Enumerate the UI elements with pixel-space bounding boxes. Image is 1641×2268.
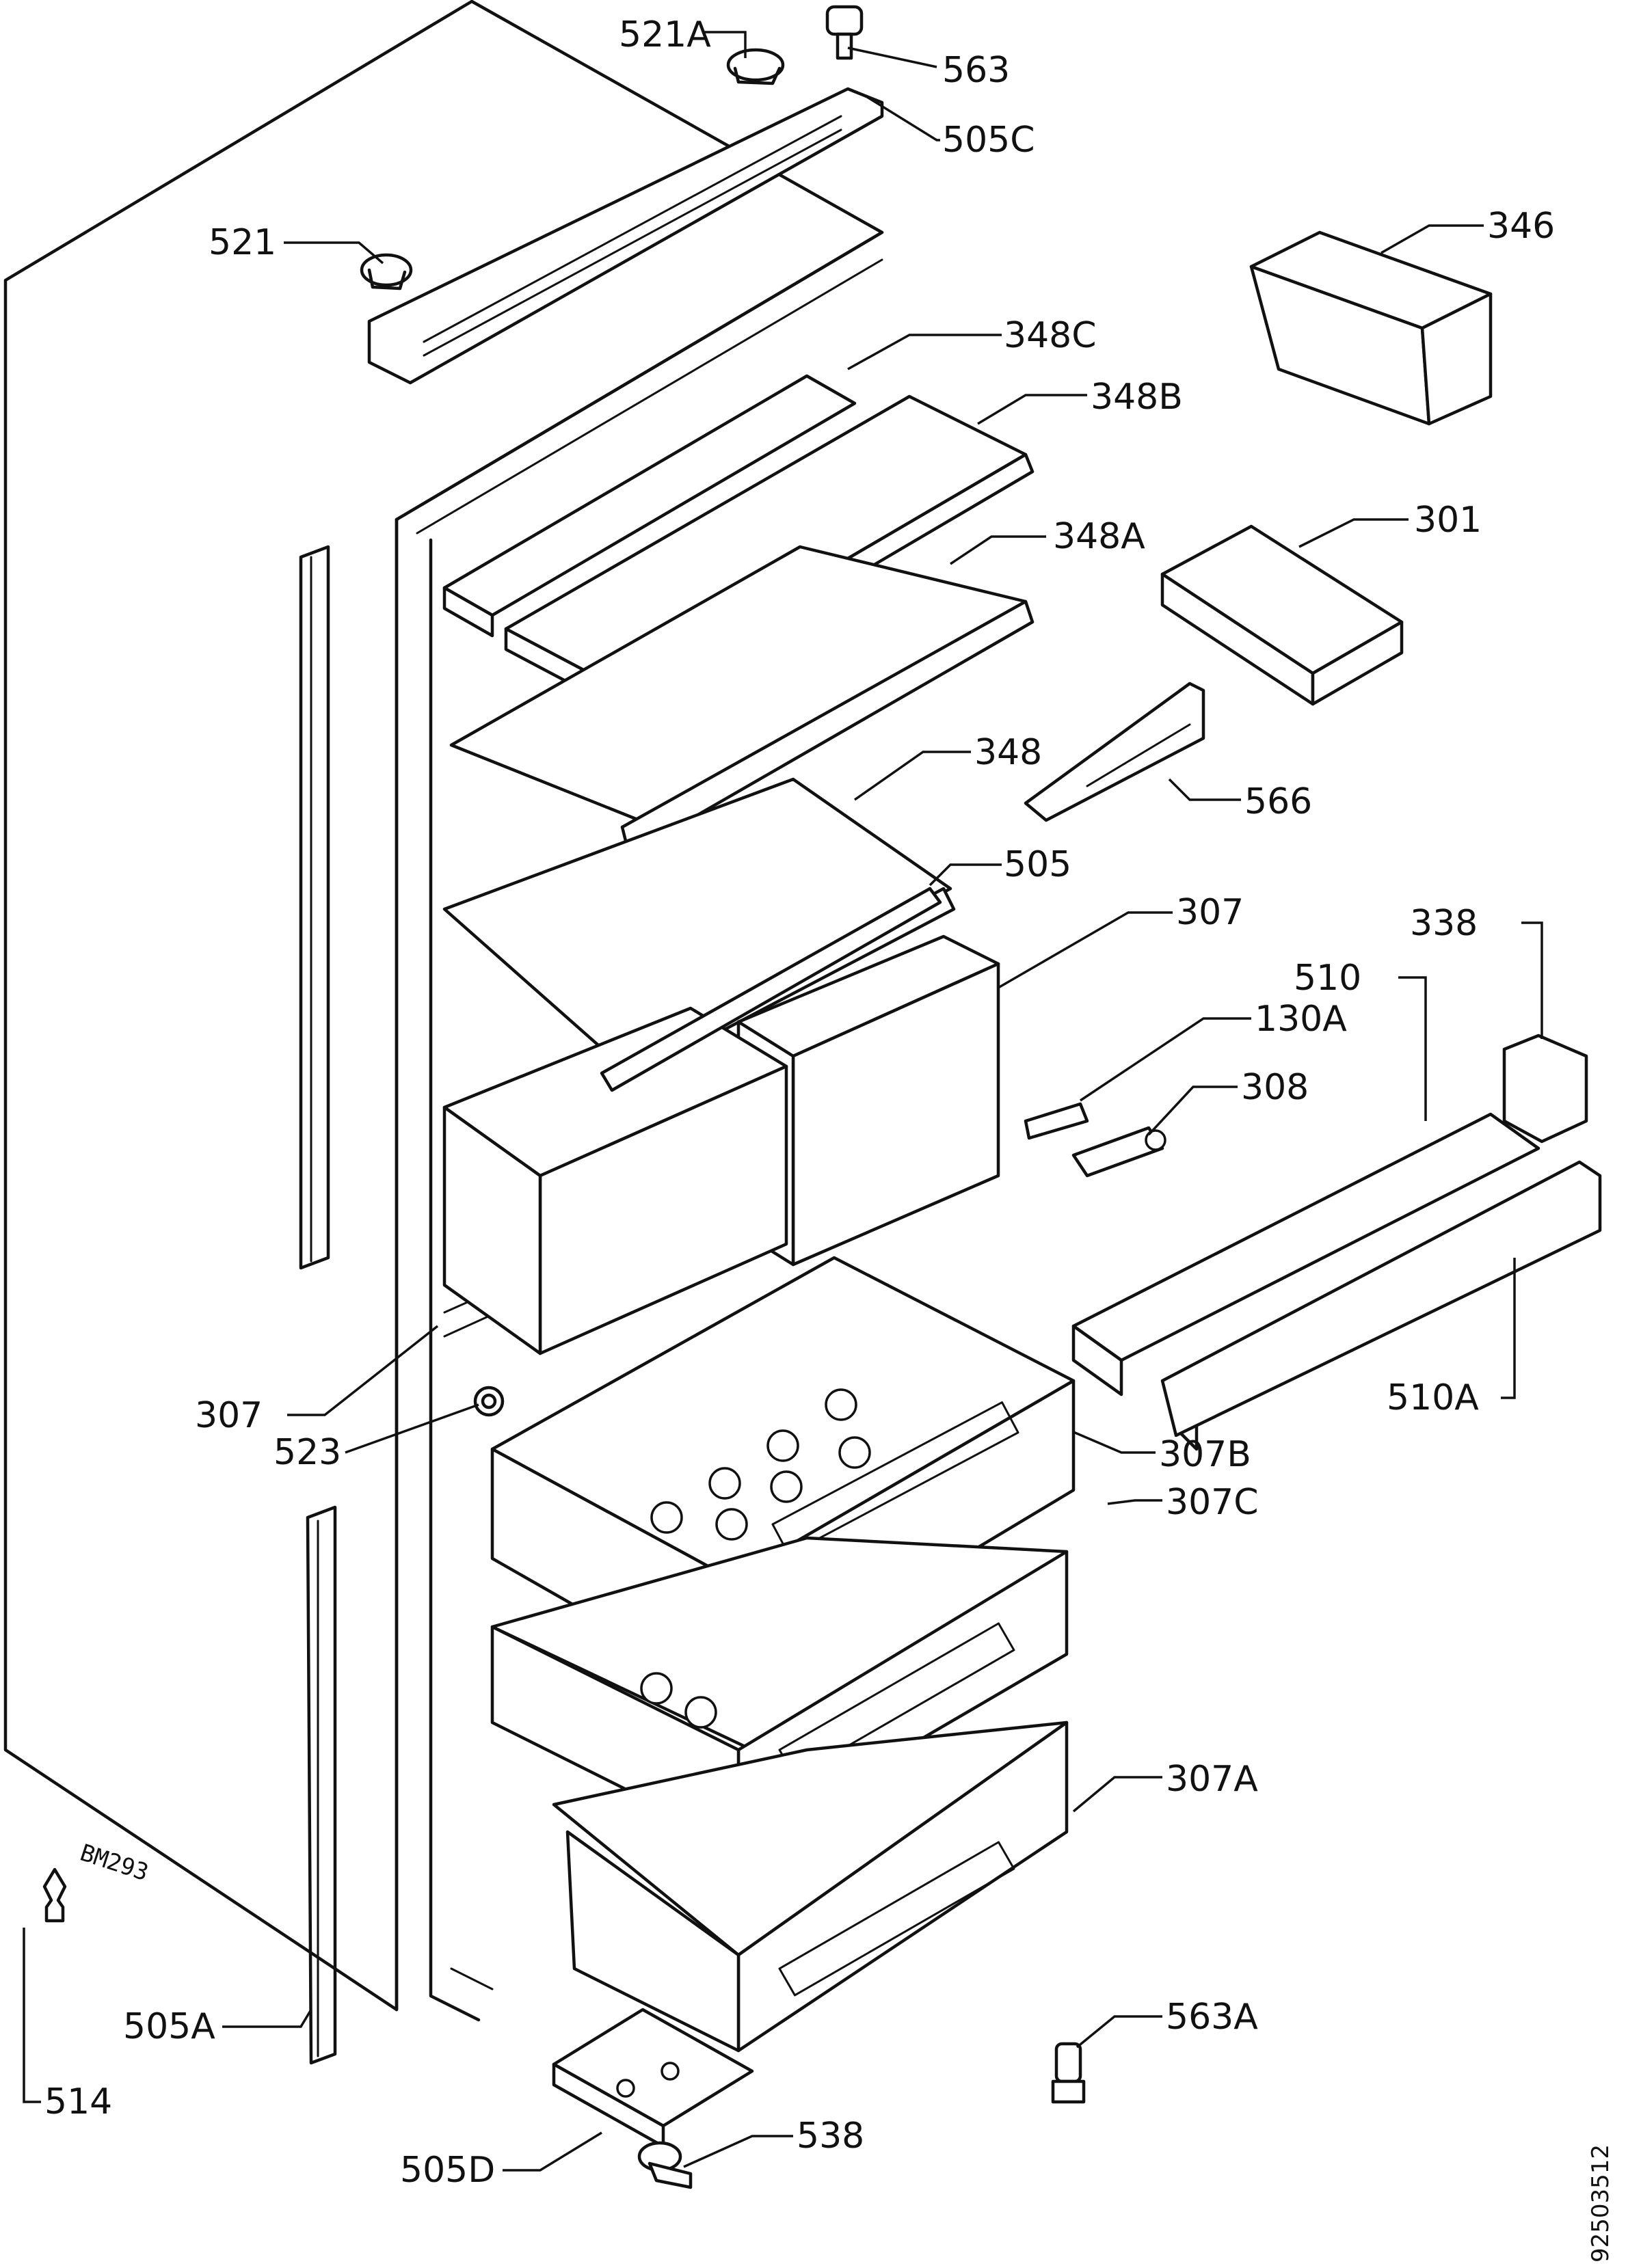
top-rail-505C [367,87,884,385]
label-563: 563 [942,50,1010,91]
label-505A: 505A [123,2006,215,2047]
sheet-code: 92503512 [1587,2144,1614,2263]
egg-box-346 [1249,230,1493,426]
label-307A: 307A [1166,1759,1258,1800]
label-348: 348 [974,732,1042,773]
ice-tray-301 [1160,524,1404,706]
screw-563 [825,5,864,60]
knob-521A [726,48,785,85]
label-307-top: 307 [1176,892,1244,933]
label-308: 308 [1241,1067,1309,1108]
label-521: 521 [209,222,276,263]
label-307B: 307B [1159,1434,1251,1475]
label-523: 523 [274,1432,341,1473]
door-gasket-505A [299,545,337,2065]
label-505C: 505C [942,120,1035,161]
label-514: 514 [44,2081,112,2122]
label-346: 346 [1487,206,1555,247]
label-307-left: 307 [195,1395,263,1436]
label-348B: 348B [1091,377,1183,418]
handwritten-mark: BM293 [77,1839,152,1887]
crisper-307-left [442,1006,788,1355]
label-307C: 307C [1166,1482,1259,1523]
label-505: 505 [1004,844,1071,885]
label-505D: 505D [400,2150,495,2191]
label-563A: 563A [1166,1997,1258,2038]
refrigerator-cabinet [3,0,884,2022]
screw-563A [1051,2042,1086,2104]
callout-labels: 521A 563 505C 521 346 348C 348B 301 348A… [44,14,1614,2263]
label-510: 510 [1294,958,1361,999]
label-348A: 348A [1053,516,1145,557]
label-301: 301 [1414,500,1482,541]
hinge-308 [1071,1126,1166,1178]
label-130A: 130A [1255,999,1347,1040]
scraper-566 [1024,681,1205,822]
label-538: 538 [797,2116,864,2157]
cap-538 [637,2141,693,2189]
shelf-trim-505 [600,887,942,1092]
label-348C: 348C [1004,315,1097,356]
label-338: 338 [1410,903,1478,944]
leader-lines [23,31,1543,2172]
end-cap-338 [1502,1034,1588,1144]
knob-521 [360,253,413,291]
label-566: 566 [1244,781,1312,822]
foot-514 [42,1867,67,1923]
door-shelf-front-510A [1160,1160,1602,1437]
shelf-348C [442,374,857,638]
hinge-130A [1024,1102,1089,1140]
label-521A: 521A [619,14,711,55]
plug-523 [473,1386,505,1417]
hinge-cover-505D [552,2008,754,2148]
drawer-307A [552,1720,1069,2053]
label-510A: 510A [1387,1377,1479,1418]
